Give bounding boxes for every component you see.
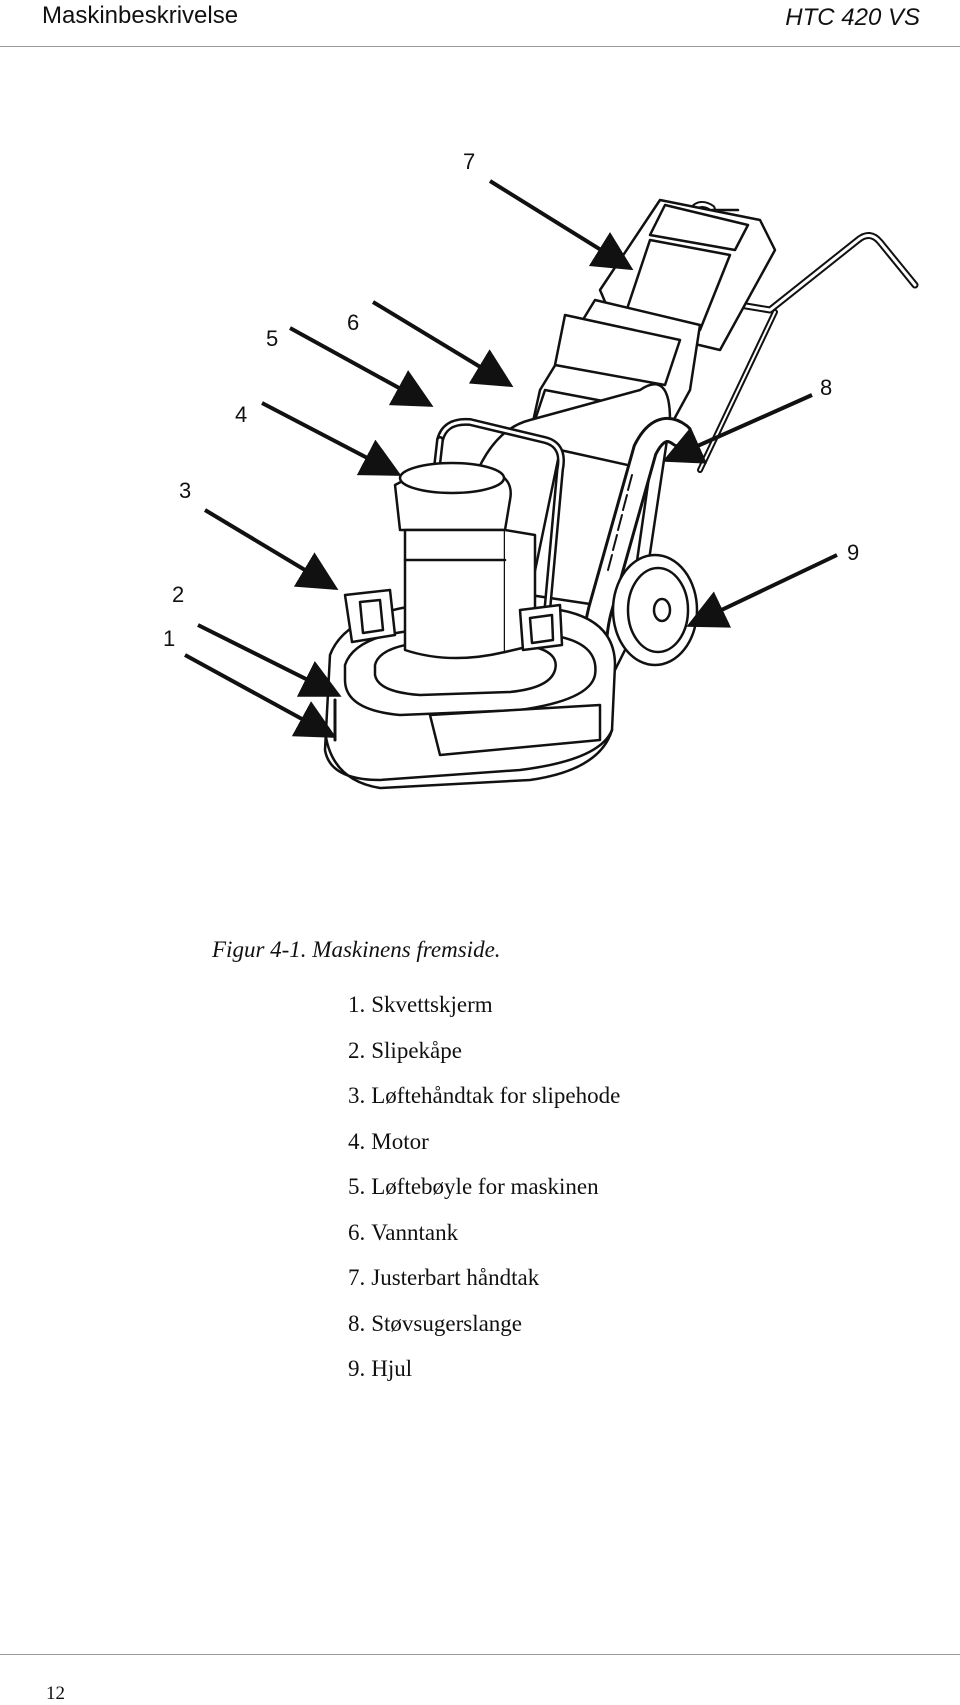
legend-item: 6.Vanntank xyxy=(348,1220,620,1266)
legend-number: 5. xyxy=(348,1174,366,1199)
machine-drawing xyxy=(323,198,919,790)
callout-7: 7 xyxy=(463,149,475,174)
legend-number: 8. xyxy=(348,1310,366,1336)
legend-item: 8.Støvsugerslange xyxy=(348,1311,620,1357)
legend-number: 2. xyxy=(348,1037,366,1063)
callout-2: 2 xyxy=(172,582,184,607)
callout-5: 5 xyxy=(266,326,278,351)
legend-label: Løftebøyle for maskinen xyxy=(371,1174,599,1199)
callout-6: 6 xyxy=(347,310,359,335)
legend-item: 3.Løftehåndtak for slipehode xyxy=(348,1083,620,1129)
legend-label: Hjul xyxy=(371,1356,413,1381)
legend-item: 4.Motor xyxy=(348,1129,620,1175)
legend-number: 9. xyxy=(348,1356,366,1381)
callout-8: 8 xyxy=(820,375,832,400)
callout-1: 1 xyxy=(163,626,175,651)
callout-4: 4 xyxy=(235,402,247,427)
legend-item: 5.Løftebøyle for maskinen xyxy=(348,1174,620,1220)
legend-label: Skvettskjerm xyxy=(371,992,493,1017)
legend-number: 4. xyxy=(348,1128,366,1154)
legend-item: 9.Hjul xyxy=(348,1356,620,1402)
model-name: HTC 420 VS xyxy=(785,4,920,31)
legend-label: Løftehåndtak for slipehode xyxy=(371,1083,621,1108)
parts-legend: 1.Skvettskjerm 2.Slipekåpe 3.Løftehåndta… xyxy=(348,992,620,1402)
legend-number: 1. xyxy=(348,992,366,1017)
callout-arrows xyxy=(184,179,838,738)
page-number: 12 xyxy=(46,1683,65,1704)
legend-label: Støvsugerslange xyxy=(371,1310,523,1336)
figure-caption: Figur 4-1. Maskinens fremside. xyxy=(212,937,501,962)
page-footer-rule xyxy=(0,1654,960,1655)
callout-3: 3 xyxy=(179,478,191,503)
legend-item: 2.Slipekåpe xyxy=(348,1038,620,1084)
legend-label: Motor xyxy=(371,1128,429,1154)
page-header: Maskinbeskrivelse HTC 420 VS xyxy=(0,0,960,47)
callout-numbers: 1 2 3 4 5 6 7 8 9 xyxy=(163,149,859,651)
legend-number: 7. xyxy=(348,1265,366,1290)
section-title: Maskinbeskrivelse xyxy=(42,2,239,29)
legend-label: Slipekåpe xyxy=(371,1037,462,1063)
legend-item: 1.Skvettskjerm xyxy=(348,992,620,1038)
machine-illustration: 1 2 3 4 5 6 7 8 9 xyxy=(0,90,960,810)
legend-number: 3. xyxy=(348,1083,366,1108)
legend-item: 7.Justerbart håndtak xyxy=(348,1265,620,1311)
callout-9: 9 xyxy=(847,540,859,565)
legend-number: 6. xyxy=(348,1219,366,1245)
legend-label: Vanntank xyxy=(371,1219,459,1245)
legend-label: Justerbart håndtak xyxy=(371,1265,540,1290)
